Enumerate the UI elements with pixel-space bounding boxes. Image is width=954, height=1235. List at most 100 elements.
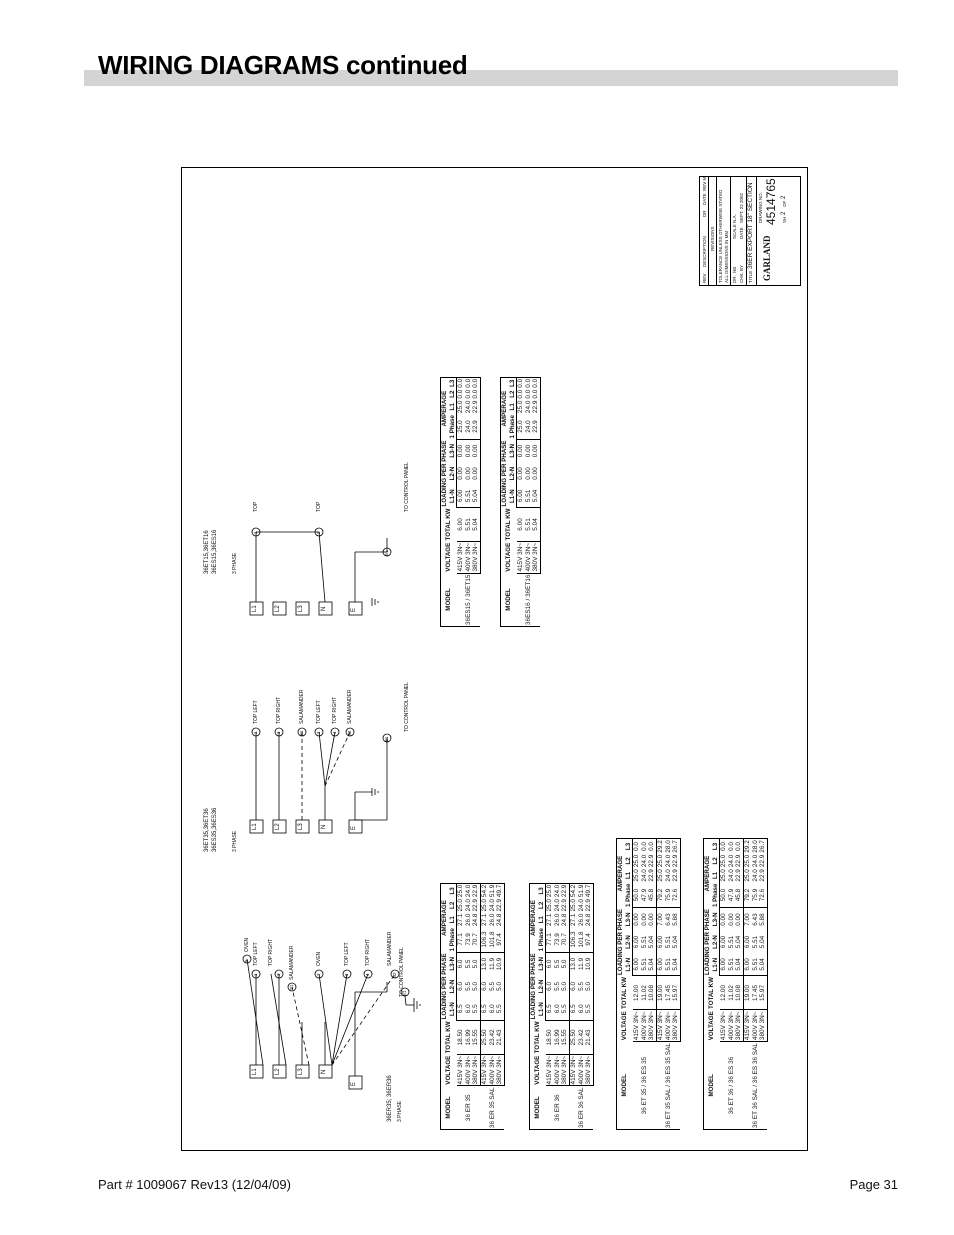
table-cell: 0.00 — [524, 467, 532, 480]
table-cell: 22.9 — [472, 898, 481, 913]
terminal-box-l1 — [249, 1064, 264, 1079]
table-cell: 7.00 — [656, 907, 665, 931]
rotated-drawing-sheet: 36ER35; 36ER36 3 PHASE TO CONTROL PANEL — [182, 168, 809, 1152]
table-cell: 47.9 — [727, 888, 735, 902]
tb-dn-label: DR. — [732, 275, 737, 283]
table-cell: 22.9 — [532, 399, 541, 415]
diagram-frame: 36ER35; 36ER36 3 PHASE TO CONTROL PANEL — [181, 167, 808, 1151]
table-cell: 26.7 — [672, 838, 681, 854]
table-cell: 25.0 — [743, 854, 751, 868]
table-cell: 24.0 — [751, 869, 759, 882]
terminal-box-l3 — [295, 1064, 310, 1079]
table-cell: 70.7 — [472, 927, 481, 953]
hdr-voltage: VOLTAGE — [440, 1054, 457, 1086]
tb-of-label: OF — [782, 200, 787, 207]
table-cell: 5.5 — [585, 997, 594, 1021]
table-cell: 24.0 — [664, 869, 672, 882]
table-cell: 400V 3N~ — [464, 1054, 473, 1086]
terminal-n: N — [321, 606, 327, 611]
table-cell: 106.3 — [569, 931, 577, 948]
table-cell: 22.9 — [472, 883, 481, 899]
table-cell: 27.1 — [480, 913, 488, 926]
table-cell: 18.50 — [545, 1020, 554, 1055]
wire-label: TOP — [253, 501, 259, 512]
table-cell: 106.3 — [480, 931, 488, 948]
table-cell: 6.00 — [743, 935, 751, 949]
table-cell: 0.00 — [464, 467, 472, 480]
table-cell: 77.1 — [546, 933, 554, 946]
table-cell: 6.0 — [553, 1004, 561, 1014]
table-cell: 5.51 — [640, 958, 648, 971]
table-cell: 5.5 — [577, 981, 585, 991]
tb-rev: REV — [702, 273, 707, 283]
table-cell: 5.04 — [735, 953, 744, 976]
table-cell: 6.00 — [456, 507, 465, 542]
table-cell: 79.2 — [743, 888, 751, 902]
table-cell: 5.0 — [585, 975, 594, 998]
table-cell: 26.0 — [577, 913, 585, 926]
table-cell: 26.7 — [759, 838, 768, 854]
table-cell: 75.9 — [664, 888, 672, 902]
table-cell: 11.9 — [488, 952, 497, 976]
table-cell: 6.0 — [456, 952, 465, 976]
table-cell: 24.0 — [524, 400, 532, 414]
table-cell: 22.9 — [585, 898, 594, 913]
tb-dn-value: NB — [732, 266, 737, 273]
table-cell: 97.4 — [585, 927, 594, 953]
table-cell: 24.8 — [561, 912, 570, 927]
tb-date: DATE — [702, 193, 707, 205]
table-cell: 0.00 — [457, 467, 465, 480]
table-cell: 49.7 — [585, 883, 594, 899]
tb-revisions: REVISIONS — [710, 226, 715, 251]
table-cell: 97.4 — [496, 927, 505, 953]
terminal-box-l2 — [272, 1064, 287, 1079]
table-cell: 5.51 — [640, 935, 648, 949]
table-cell: 29.2 — [656, 838, 665, 854]
table-cell: 0.00 — [456, 439, 465, 463]
table-cell: 415V 3N~ — [632, 1009, 641, 1042]
table-cell: 6.0 — [577, 1004, 585, 1014]
tb-chk-label: CHK. BY — [739, 264, 744, 283]
table-cell: 0.0 — [516, 377, 525, 389]
terminal-box-n — [318, 1064, 333, 1079]
table-cell: 6.0 — [546, 981, 554, 991]
table-cell: 45.8 — [648, 882, 657, 908]
table-cell: 51.9 — [488, 883, 497, 899]
table-cell: 25.0 — [456, 883, 465, 899]
table-cell: 24.0 — [577, 899, 585, 912]
table-cell: 25.0 — [546, 899, 554, 912]
table-cell: 380V 3N~ — [561, 1054, 570, 1086]
table-cell: 19.00 — [656, 976, 665, 1010]
table-cell: 0.00 — [472, 439, 481, 463]
table-cell: 12.00 — [632, 976, 641, 1010]
table-cell: 73.9 — [553, 933, 561, 946]
table-cell: 0.0 — [524, 389, 532, 399]
table-cell: 25.0 — [517, 420, 525, 433]
model-cell: 36 ER 36 — [545, 1085, 570, 1130]
hdr-l2n: L2-N — [448, 975, 457, 998]
table-cell: 25.0 — [457, 420, 465, 433]
table-cell: 5.5 — [553, 981, 561, 991]
hdr-amperage: AMPERAGE — [440, 883, 449, 953]
table-cell: 11.02 — [640, 976, 649, 1010]
hdr-l1n: L1-N — [448, 997, 457, 1021]
table-cell: 380V 3N~ — [648, 1009, 657, 1042]
table-cell: 6.00 — [517, 489, 525, 503]
table-cell: 72.6 — [672, 882, 681, 908]
table-cell: 5.0 — [472, 975, 481, 998]
wire-id: 1 — [253, 531, 258, 534]
table-cell: 25.0 — [656, 854, 664, 868]
table-cell: 10.08 — [735, 976, 744, 1010]
table-cell: 400V 3N~ — [524, 541, 533, 574]
table-cell: 49.7 — [496, 883, 505, 899]
table-cell: 24.0 — [464, 420, 472, 433]
table-cell: 21.43 — [496, 1020, 505, 1055]
table-cell: 24.0 — [488, 899, 496, 912]
table-cell: 22.9 — [648, 853, 657, 869]
